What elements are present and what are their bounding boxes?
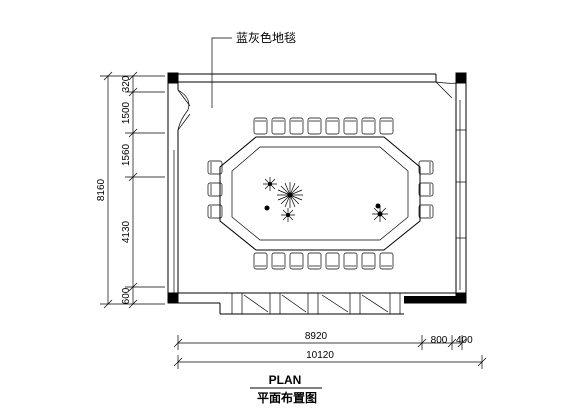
chair-icon — [418, 160, 434, 175]
plant-icon — [372, 206, 388, 222]
plant-icon — [277, 182, 303, 208]
conference-table — [219, 136, 421, 251]
wall-post-top-right — [455, 72, 467, 84]
plan-title-en: PLAN — [269, 373, 302, 387]
chair-icon — [307, 117, 322, 135]
plant-pot-icon — [375, 203, 381, 209]
chair-icon — [271, 252, 286, 270]
carpet-label: 蓝灰色地毯 — [236, 31, 296, 45]
wall-post-bottom-right — [455, 292, 467, 304]
chair-icon — [307, 252, 322, 270]
chair-icon — [361, 252, 376, 270]
chair-icon — [343, 117, 358, 135]
chair-icon — [289, 117, 304, 135]
room-walls — [167, 72, 467, 315]
dim-left-4: 4130 — [121, 220, 132, 243]
dim-bottom-inner: 8920 — [305, 331, 328, 342]
dim-bottom-b: 400 — [456, 335, 473, 346]
table-inner — [231, 146, 409, 241]
carpet-annotation: 蓝灰色地毯 — [211, 31, 296, 108]
dim-left-5: 600 — [121, 287, 132, 304]
plants — [263, 177, 388, 222]
dim-left-3: 1560 — [121, 143, 132, 166]
chair-icon — [379, 117, 394, 135]
bottom-dimensions: 8920 800 400 10120 — [173, 331, 487, 369]
chair-icon — [418, 204, 434, 219]
dim-bottom-a: 800 — [431, 335, 448, 346]
chair-icon — [253, 117, 268, 135]
plan-title-cn: 平面布置图 — [257, 390, 317, 405]
dim-left-2: 1500 — [121, 101, 132, 124]
window-sill — [404, 296, 456, 303]
chair-icon — [379, 252, 394, 270]
bottom-cabinets — [231, 292, 401, 315]
dim-left-total: 8160 — [96, 178, 107, 201]
chair-icon — [289, 252, 304, 270]
chair-icon — [207, 204, 223, 219]
chair-icon — [271, 117, 286, 135]
chair-icon — [253, 252, 268, 270]
plant-icon — [281, 208, 295, 222]
chair-icon — [207, 182, 223, 197]
plant-icon — [263, 177, 277, 191]
title-block: PLAN 平面布置图 — [250, 373, 322, 405]
wall-post-bottom-left — [167, 292, 179, 304]
table-outer — [219, 136, 421, 251]
chair-icon — [418, 182, 434, 197]
left-dimensions: 8160 320 1500 1560 4130 600 — [96, 71, 165, 309]
dim-bottom-total: 10120 — [306, 350, 334, 361]
chair-icon — [325, 252, 340, 270]
chair-icon — [325, 117, 340, 135]
plant-pot-icon — [264, 205, 270, 211]
chair-icon — [343, 252, 358, 270]
chair-icon — [207, 160, 223, 175]
dim-left-1: 320 — [121, 75, 132, 92]
chairs — [207, 117, 434, 270]
chair-icon — [361, 117, 376, 135]
wall-post-top-left — [167, 72, 179, 84]
